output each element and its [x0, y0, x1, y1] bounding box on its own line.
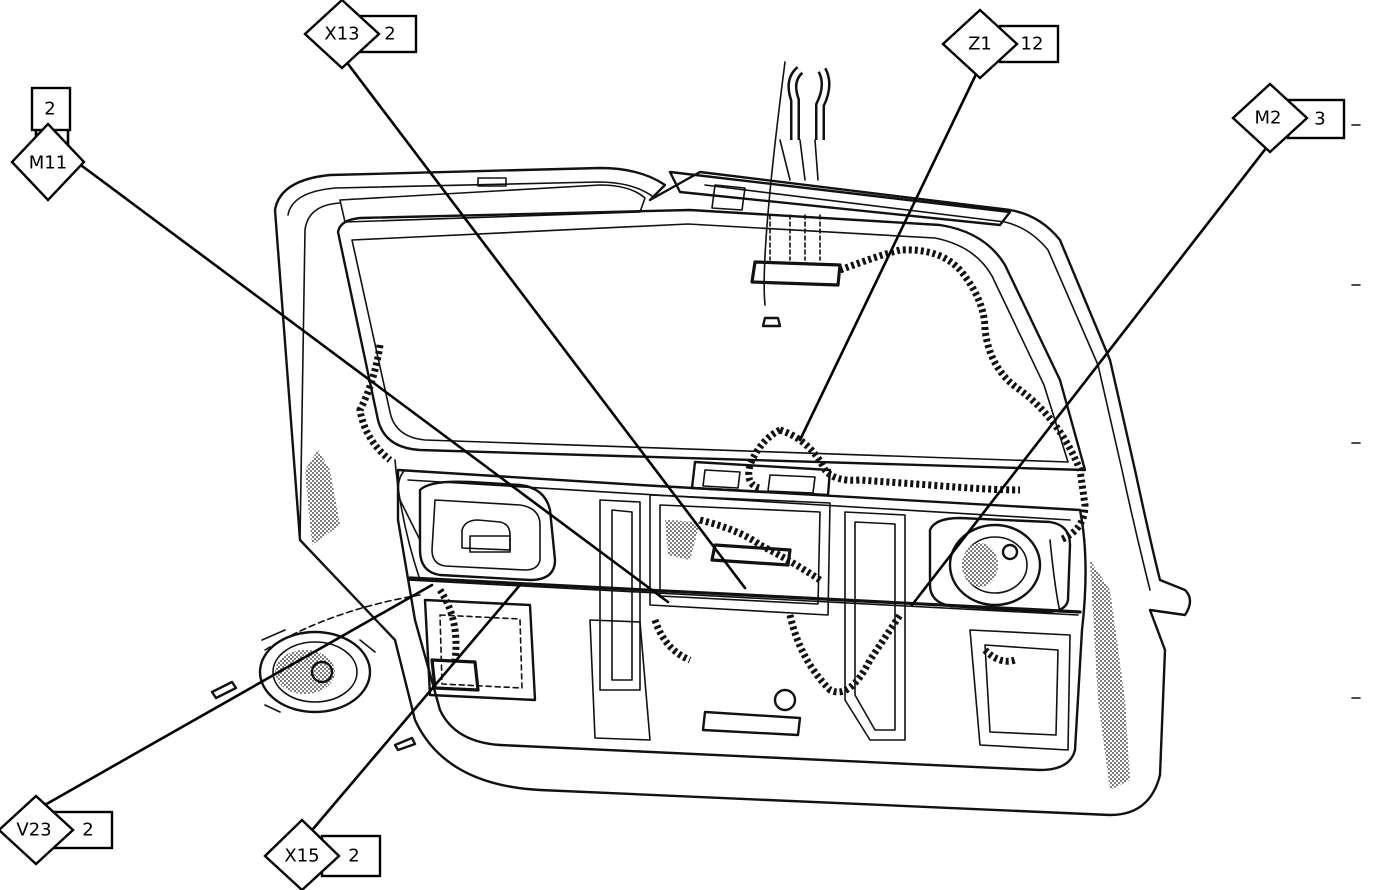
callout-code: X15	[284, 846, 319, 867]
screws	[210, 316, 782, 752]
callout-m2: 3 M2	[1231, 82, 1346, 154]
callout-number: 2	[348, 846, 359, 867]
callout-number: 12	[1021, 34, 1044, 55]
callout-m11: 2 M11	[10, 86, 86, 202]
leader-lines	[34, 54, 1272, 844]
callout-x13: 2 X13	[303, 0, 418, 70]
loose-speaker	[258, 594, 421, 714]
callout-code: X13	[324, 24, 359, 45]
wiring-harness	[356, 246, 1089, 696]
callout-number: 3	[1314, 109, 1325, 130]
center-latch-module	[690, 460, 832, 737]
callout-code: M2	[1255, 108, 1282, 129]
callout-code: Z1	[968, 34, 992, 55]
callout-z1: 12 Z1	[941, 8, 1060, 80]
margin-ticks	[1351, 124, 1361, 699]
tailgate-outline	[273, 166, 1192, 817]
right-speaker	[928, 516, 1072, 614]
callout-code: V23	[16, 820, 51, 841]
right-seal-shading	[1090, 560, 1130, 790]
callout-v23: 2 V23	[0, 794, 114, 866]
callout-number: 2	[384, 24, 395, 45]
top-trim-strip	[339, 177, 646, 223]
callout-x15: 2 X15	[263, 818, 382, 890]
left-lamp-housing	[418, 480, 557, 582]
left-control-module	[423, 598, 537, 702]
upper-connector	[668, 61, 1012, 306]
left-seal-shading	[305, 450, 340, 545]
callout-code: M11	[29, 153, 67, 174]
window-opening	[336, 208, 1087, 472]
callout-number: 2	[82, 820, 93, 841]
callout-number: 2	[44, 99, 55, 120]
